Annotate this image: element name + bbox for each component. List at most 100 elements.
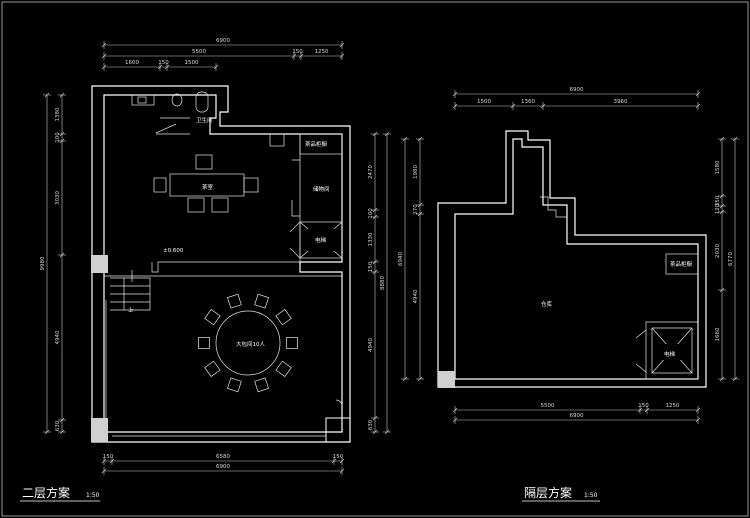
left-side-slash-4 [59,417,65,423]
left-bottom-inner-slash-0 [101,458,107,464]
left-right-total-label-0: 8880 [380,276,386,290]
left-side-slash-5 [59,429,65,435]
left-side-total-slash-1 [44,429,50,435]
label-up: 上 [128,306,134,314]
left-right-side-label-2: 1330 [368,232,374,246]
left-side-label-1: 100 [55,132,61,143]
left-right-side-slash-6 [372,429,378,435]
left-top-mid-slash-3 [339,53,345,59]
tea-chair-top [195,154,213,170]
right-elevator-label-bg [660,344,684,360]
chair-9 [204,308,221,326]
round-table-chairs [198,293,298,393]
wc-sink [131,94,155,106]
chair-8 [198,337,210,349]
label-private-room: 大包间10人 [236,340,265,348]
right-top-outer-slash-1 [695,91,701,97]
left-right-side-slash-0 [372,131,378,137]
label-tea-cabinet: 茶品柜橱 [305,140,328,148]
left-top-mid-label-2: 1250 [315,49,329,55]
elevator-label-bg [307,229,335,251]
right-right-side-slash-5 [719,376,725,382]
right-bottom-outer-label-0: 6900 [570,413,584,419]
right-left-side-slash-1 [417,202,423,208]
tea-chair-right [243,177,259,193]
left-top-mid-slash-1 [291,53,297,59]
right-column [438,371,455,388]
right-right-side-slash-1 [719,193,725,199]
left-top-inner-slash-1 [157,64,163,70]
right-bottom-inner-slash-3 [695,407,701,413]
right-right-side-slash-4 [719,287,725,293]
chair-2 [275,308,292,326]
chair-7 [204,360,221,378]
right-plan-title: 隔层方案 [524,485,572,500]
level-step-line [151,261,300,273]
second-floor-plan: 卫生间 茶室 茶品柜橱 储物间 电梯 上 ±0.600 [20,38,391,502]
left-right-side-label-1: 100 [368,208,374,219]
right-tea-cabinet-box [665,253,699,275]
left-outer-wall [91,85,351,443]
label-tea-room: 茶室 [202,183,214,191]
tea-chair-left [153,177,167,193]
left-right-side-slash-1 [372,207,378,213]
left-bottom-inner-label-0: 150 [103,454,114,460]
left-top-outer-label-0: 6900 [216,38,230,44]
right-label-tea-cabinet: 茶品柜橱 [670,260,693,268]
right-right-side-label-0: 1580 [715,160,721,174]
left-side-label-4: 630 [55,420,61,431]
left-top-mid-label-0: 5500 [192,49,206,55]
tea-chair-bottom-2 [211,197,229,213]
left-right-side-label-5: 630 [368,419,374,430]
left-bottom-outer-label-0: 6900 [216,464,230,470]
left-inner-wall [103,94,343,433]
right-bottom-outer-slash-0 [452,417,458,423]
right-label-elevator: 电梯 [664,350,676,358]
wc-toilet-2 [195,91,209,113]
label-storage: 储物间 [313,185,330,193]
right-notch [540,196,567,218]
right-right-side-label-3: 2030 [715,244,721,258]
left-bottom-inner-label-1: 6580 [216,454,230,460]
elevator-box [299,221,343,259]
left-top-outer-slash-0 [101,42,107,48]
stair-outline [110,277,151,311]
right-right-total-slash-0 [732,136,738,142]
chair-4 [275,360,292,378]
tea-chair-bottom-1 [187,197,205,213]
right-top-inner-label-2: 3960 [614,99,628,105]
left-top-inner-slash-0 [101,64,107,70]
left-right-side-label-3: 150 [368,261,374,272]
tea-side-chair [269,133,285,147]
left-side-total-slash-0 [44,92,50,98]
right-right-side-slash-0 [719,136,725,142]
left-side-slash-2 [59,138,65,144]
left-side-label-2: 3030 [55,191,61,205]
right-right-total-label-0: 6770 [728,252,734,266]
left-right-side-label-4: 4940 [368,338,374,352]
right-right-side-label-1: 350 [715,195,721,206]
elevator-door [289,221,301,259]
right-bottom-outer-slash-1 [695,417,701,423]
left-top-inner-label-1: 150 [158,60,169,66]
right-inner-wall [454,138,699,380]
left-top-outer-slash-1 [339,42,345,48]
wc-sink-basin [137,96,147,104]
label-level: ±0.600 [163,248,184,254]
right-label-storage: 仓库 [541,300,553,308]
right-top-outer-label-0: 6900 [570,87,584,93]
left-side-label-0: 1380 [55,107,61,121]
corner-door-arc [335,399,343,407]
chair-5 [254,377,269,393]
right-bottom-inner-label-2: 1250 [666,403,680,409]
right-bottom-inner-slash-2 [644,407,650,413]
right-right-side-label-4: 1660 [715,327,721,341]
left-plan-scale: 1:50 [86,492,100,499]
right-bottom-inner-slash-0 [452,407,458,413]
left-top-mid-label-1: 150 [292,49,303,55]
chair-3 [286,337,298,349]
